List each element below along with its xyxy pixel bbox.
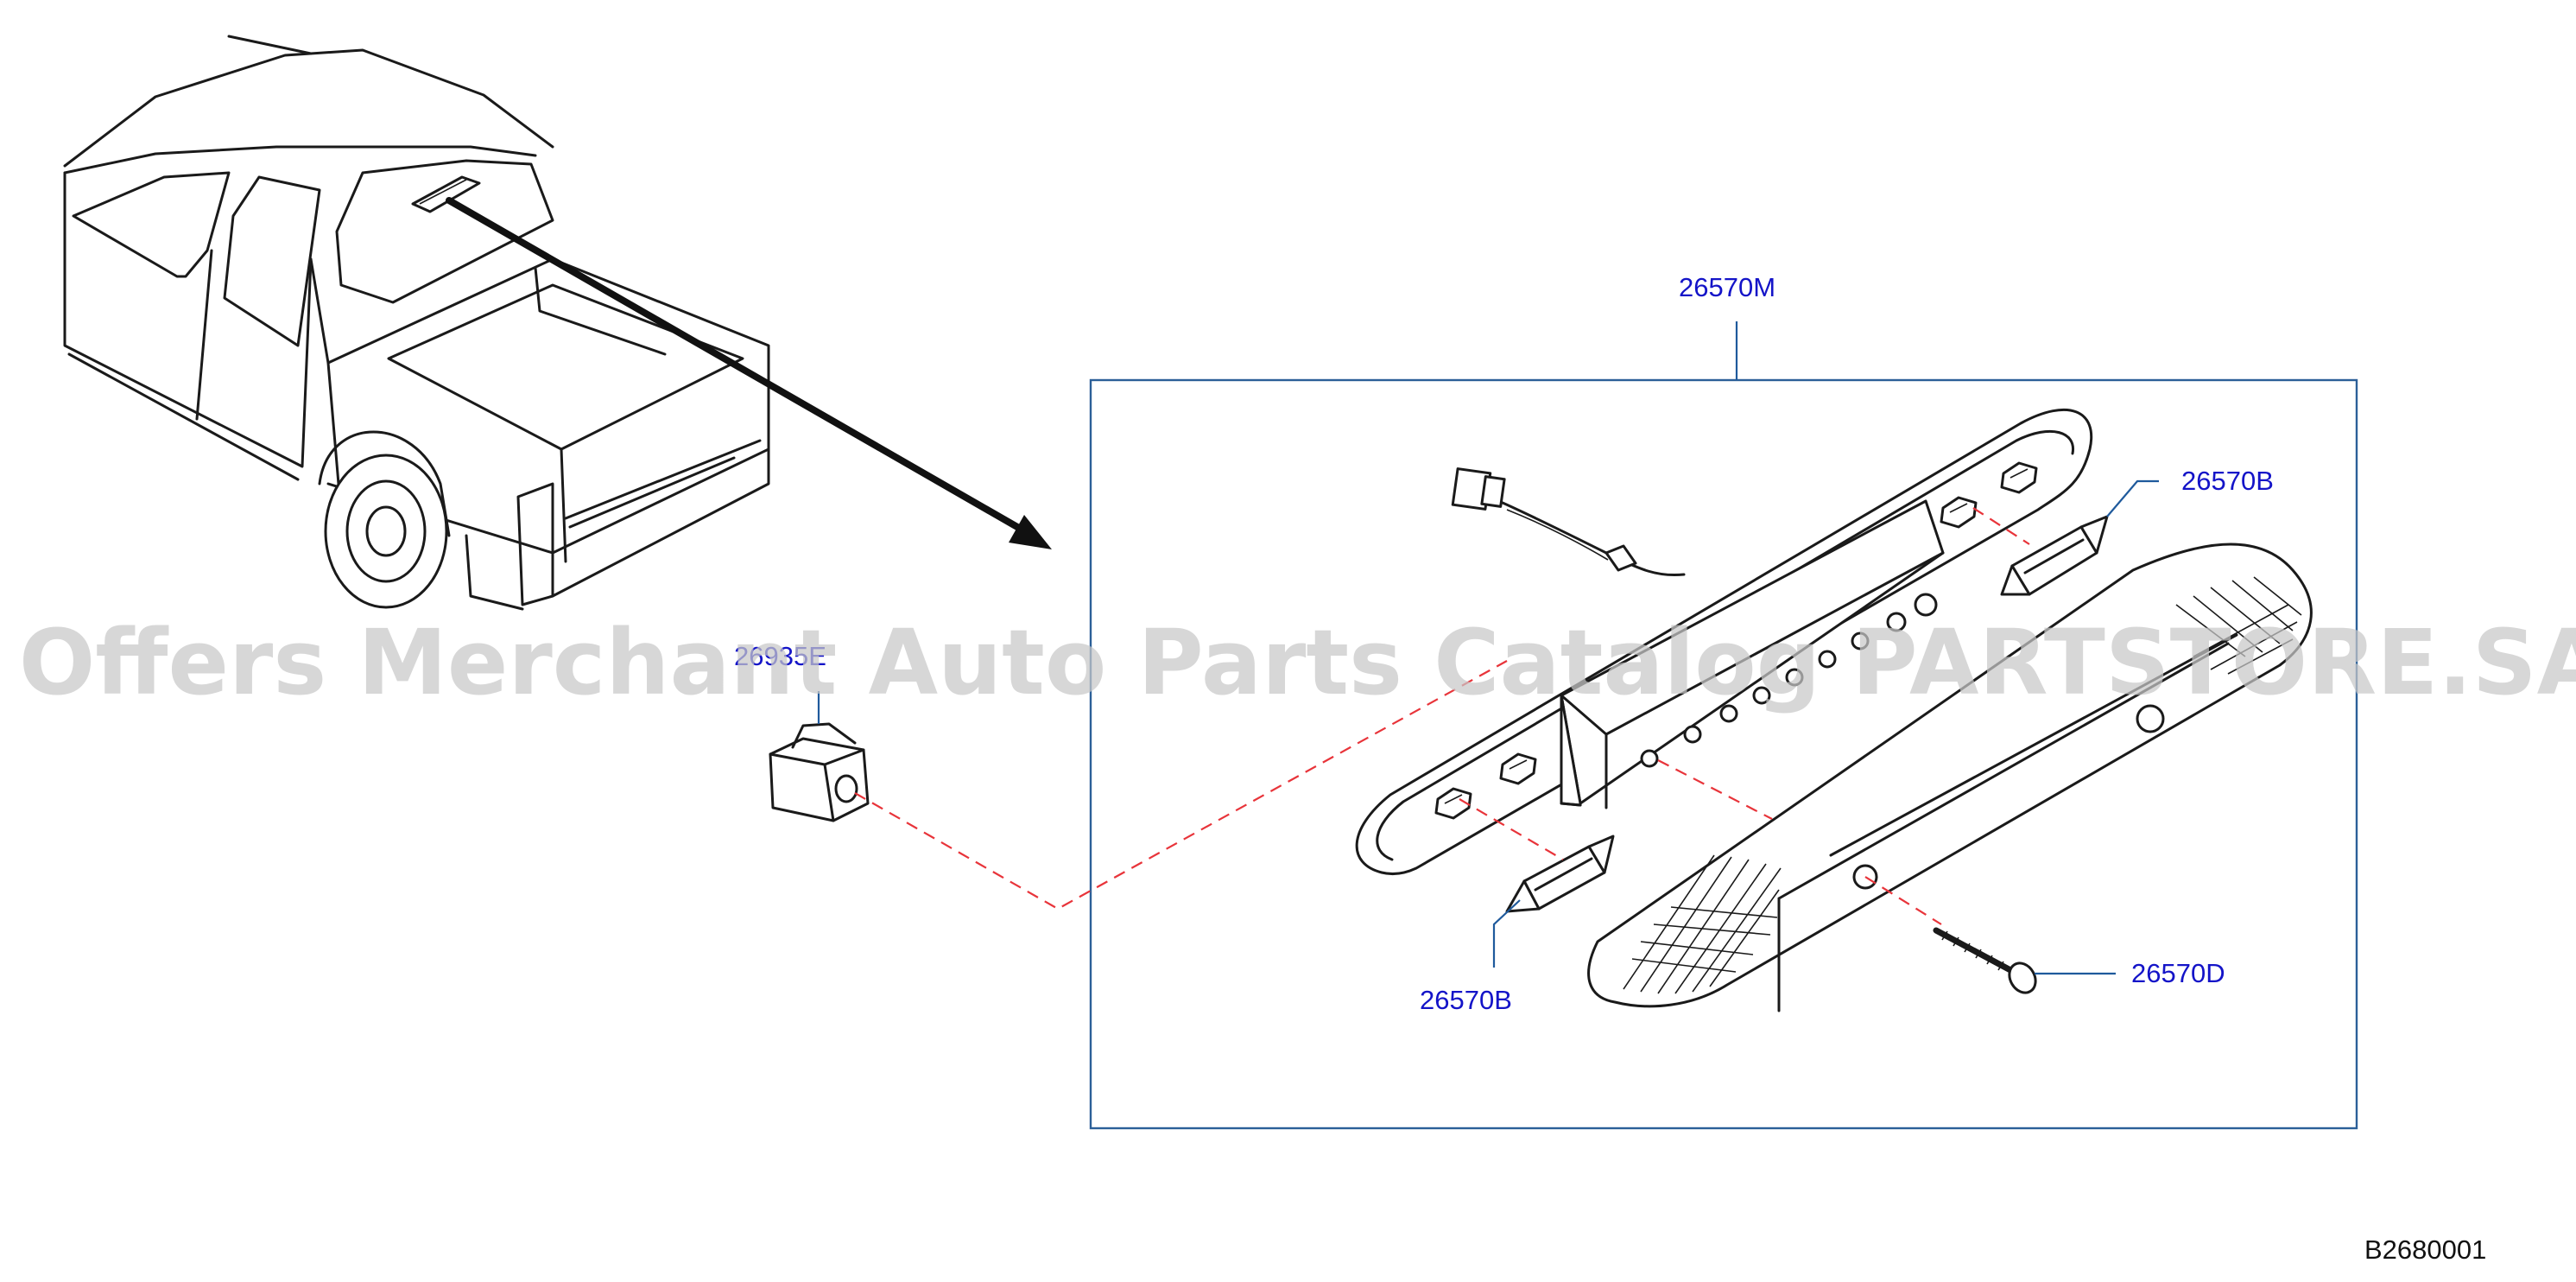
leader-lines: [817, 479, 2159, 975]
watermark-text: Offers Merchant Auto Parts Catalog PARTS…: [19, 610, 2576, 715]
callout-26570M[interactable]: 26570M: [1679, 272, 1775, 302]
lamp-lens: [1587, 543, 2313, 1012]
truck-illustration: [63, 35, 770, 611]
callout-26570B-upper[interactable]: 26570B: [2181, 466, 2274, 496]
grommet-illustration: [769, 722, 870, 822]
bulb-lower-illustration: [1505, 835, 1615, 913]
lens-hatch-right: [2175, 576, 2302, 675]
bulb-upper-illustration: [2000, 515, 2109, 596]
callout-26570B-lower[interactable]: 26570B: [1420, 985, 1512, 1015]
diagram-code: B2680001: [2364, 1234, 2486, 1265]
screw-illustration: [1933, 927, 2037, 994]
callout-26935E[interactable]: 26935E: [734, 641, 826, 671]
assembly-frame: [1089, 378, 2358, 1130]
wire-harness: [1451, 467, 1686, 577]
location-arrow: [446, 197, 1052, 549]
lens-hatch-left: [1623, 854, 1782, 994]
callout-26570D[interactable]: 26570D: [2131, 958, 2225, 988]
assembly-dashed-lines: [854, 507, 2030, 925]
lamp-housing: [1355, 409, 2093, 876]
